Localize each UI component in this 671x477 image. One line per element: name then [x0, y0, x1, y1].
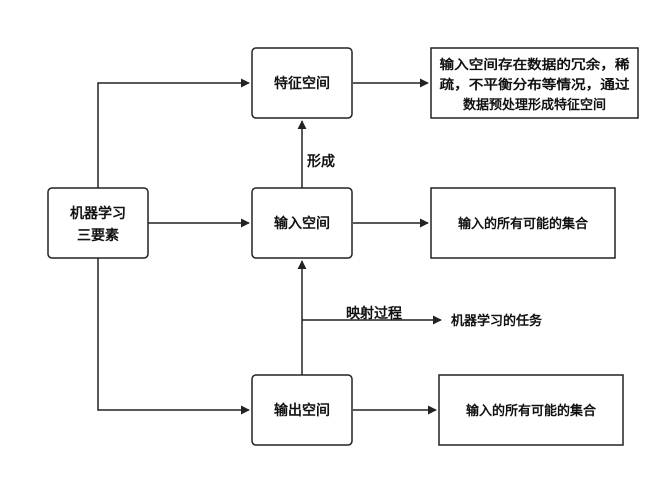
task-label: 机器学习的任务: [451, 313, 543, 329]
three-elements-line-2: 三要素: [77, 227, 119, 244]
feature-space-note: 输入空间存在数据的冗余，稀 疏，不平衡分布等情况，通过 数据预处理形成特征空间: [430, 47, 639, 119]
node-feature-space: 特征空间: [251, 47, 353, 119]
input-space-label: 输入空间: [274, 215, 330, 232]
edge-label-forms: 形成: [307, 153, 335, 170]
connectors: [97, 78, 442, 415]
node-three-elements: 机器学习 三要素: [47, 187, 149, 259]
input-space-note: 输入的所有可能的集合: [430, 187, 616, 259]
edge-three-elements-to-feature-space: [97, 78, 250, 188]
feature-space-label: 特征空间: [274, 75, 330, 92]
output-note-label: 输入的所有可能的集合: [466, 403, 597, 419]
edge-label-mapping: 映射过程: [346, 305, 402, 322]
node-output-space: 输出空间: [251, 374, 353, 446]
edge-three-elements-to-output-space: [97, 258, 250, 415]
node-input-space: 输入空间: [251, 187, 353, 259]
feature-note-line-1: 输入空间存在数据的冗余，稀: [440, 57, 630, 73]
output-space-note: 输入的所有可能的集合: [438, 374, 624, 446]
feature-note-line-3: 数据预处理形成特征空间: [463, 97, 606, 113]
feature-note-line-2: 疏，不平衡分布等情况，通过: [440, 77, 630, 93]
output-space-label: 输出空间: [274, 402, 330, 419]
input-note-label: 输入的所有可能的集合: [458, 216, 589, 232]
three-elements-line-1: 机器学习: [70, 205, 126, 222]
